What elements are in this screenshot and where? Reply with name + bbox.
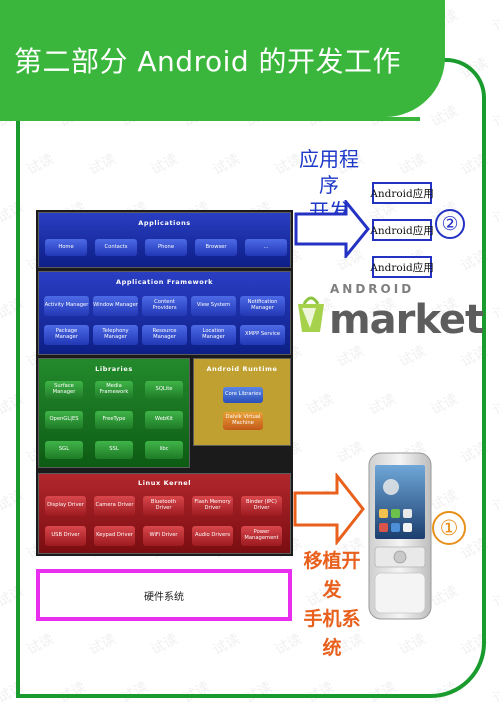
watermark-text: 试读 xyxy=(490,391,499,419)
watermark-text: 试读 xyxy=(490,103,499,131)
lib-media-framework: Media Framework xyxy=(95,381,133,399)
rt-core-libraries: Core Libraries xyxy=(223,387,263,403)
step-two-marker: ② xyxy=(435,209,465,239)
kernel-layer-title: Linux Kernel xyxy=(137,479,192,487)
kernel-binder-driver: Binder (IPC) Driver xyxy=(241,496,282,516)
fw-location-manager: Location Manager xyxy=(191,325,236,345)
applications-layer-title: Applications xyxy=(138,219,191,227)
kernel-power-management: Power Management xyxy=(241,526,282,546)
watermark-text: 试读 xyxy=(490,199,499,227)
rt-dalvik-vm: Dalvik Virtual Machine xyxy=(223,412,263,430)
market-bag-icon xyxy=(298,296,324,332)
lib-opengl: OpenGL|ES xyxy=(45,411,83,429)
runtime-layer-title: Android Runtime xyxy=(206,365,278,373)
kernel-camera-driver: Camera Driver xyxy=(94,496,135,516)
app-home: Home xyxy=(45,239,87,256)
porting-label-line2: 手机系统 xyxy=(303,608,361,659)
libraries-layer: Libraries Surface Manager Media Framewor… xyxy=(38,358,190,468)
hardware-system-label: 硬件系统 xyxy=(144,591,184,603)
fw-activity-manager: Activity Manager xyxy=(44,296,89,316)
lib-surface-manager: Surface Manager xyxy=(45,381,83,399)
watermark-text: 试读 xyxy=(490,487,499,515)
watermark-text: 试读 xyxy=(490,679,499,706)
watermark-text: 试读 xyxy=(490,583,499,611)
porting-arrow-icon xyxy=(293,473,365,545)
android-app-item-2: Android应用 xyxy=(370,219,434,241)
watermark-text: 试读 xyxy=(490,295,499,323)
libraries-layer-title: Libraries xyxy=(95,365,133,373)
lib-webkit: WebKit xyxy=(145,411,183,429)
kernel-flash-driver: Flash Memory Driver xyxy=(192,496,233,516)
watermark-text: 试读 xyxy=(490,7,499,35)
hardware-system-box: 硬件系统 xyxy=(36,569,292,621)
fw-view-system: View System xyxy=(191,296,236,316)
fw-content-providers: Content Providers xyxy=(142,296,187,316)
fw-window-manager: Window Manager xyxy=(93,296,138,316)
fw-notification-manager: Notification Manager xyxy=(240,296,285,316)
title-bar xyxy=(0,0,445,117)
framework-layer-title: Application Framework xyxy=(115,278,214,286)
slide-title: 第二部分 Android 的开发工作 xyxy=(14,45,402,78)
android-market-logo: ANDROID market xyxy=(296,280,484,360)
app-browser: Browser xyxy=(195,239,237,256)
app-phone: Phone xyxy=(145,239,187,256)
market-logo-word: market xyxy=(329,297,484,343)
fw-package-manager: Package Manager xyxy=(44,325,89,345)
market-logo-top-text: ANDROID xyxy=(330,282,415,296)
lib-freetype: FreeType xyxy=(95,411,133,429)
app-dev-label-line1: 应用程序 xyxy=(299,147,359,197)
app-dev-arrow-icon xyxy=(294,200,370,258)
kernel-audio-drivers: Audio Drivers xyxy=(192,526,233,546)
app-contacts: Contacts xyxy=(95,239,137,256)
runtime-layer: Android Runtime Core Libraries Dalvik Vi… xyxy=(193,358,291,446)
kernel-wifi-driver: WiFi Driver xyxy=(143,526,184,546)
fw-telephony-manager: Telephony Manager xyxy=(93,325,138,345)
android-phone-icon xyxy=(368,452,432,620)
framework-layer: Application Framework Activity Manager W… xyxy=(38,271,291,355)
android-app-item-3: Android应用 xyxy=(370,256,434,278)
kernel-keypad-driver: Keypad Driver xyxy=(94,526,135,546)
porting-label: 移植开发 手机系统 xyxy=(298,547,366,663)
android-architecture-diagram: Applications Home Contacts Phone Browser… xyxy=(36,210,293,556)
kernel-usb-driver: USB Driver xyxy=(45,526,86,546)
lib-sgl: SGL xyxy=(45,441,83,459)
title-underline xyxy=(0,117,420,121)
applications-layer: Applications Home Contacts Phone Browser… xyxy=(38,212,291,268)
lib-libc: libc xyxy=(145,441,183,459)
fw-resource-manager: Resource Manager xyxy=(142,325,187,345)
lib-sqlite: SQLite xyxy=(145,381,183,399)
app-more: ... xyxy=(245,239,287,256)
step-one-marker: ① xyxy=(432,511,466,545)
kernel-layer: Linux Kernel Display Driver Camera Drive… xyxy=(38,473,291,554)
kernel-display-driver: Display Driver xyxy=(45,496,86,516)
fw-xmpp-service: XMPP Service xyxy=(240,325,285,345)
kernel-bluetooth-driver: Bluetooth Driver xyxy=(143,496,184,516)
android-app-item-1: Android应用 xyxy=(370,182,434,204)
porting-label-line1: 移植开发 xyxy=(303,550,361,601)
lib-ssl: SSL xyxy=(95,441,133,459)
